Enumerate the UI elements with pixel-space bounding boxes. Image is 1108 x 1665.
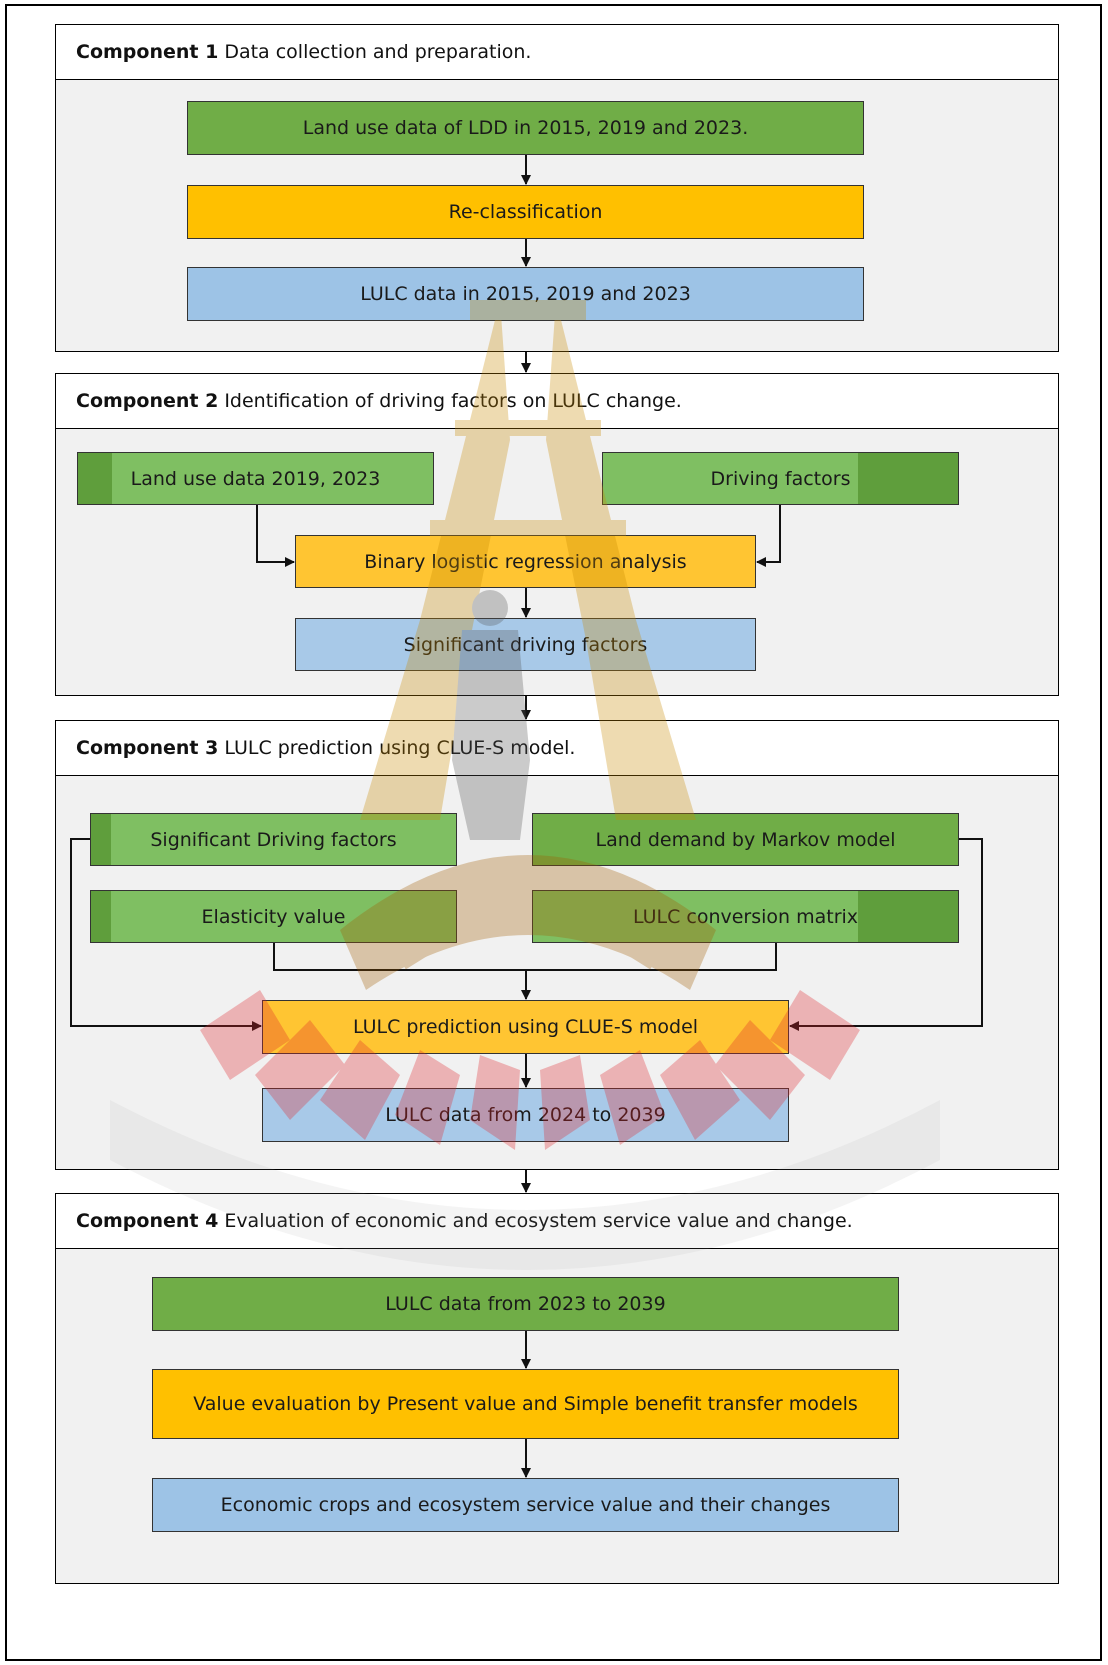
box-edge-shade [858,453,958,504]
economic-value-box: Economic crops and ecosystem service val… [152,1478,899,1532]
box-edge-shade [858,891,958,942]
land-demand-box: Land demand by Markov model [532,813,959,866]
component-4-title: Evaluation of economic and ecosystem ser… [224,1210,853,1232]
arrow-significant-to-prediction [70,838,262,1031]
lulc-data-box: LULC data in 2015, 2019 and 2023 [187,267,864,321]
significant-factors-box: Significant driving factors [295,618,756,671]
component-1-title: Data collection and preparation. [224,41,532,63]
land-use-data-box: Land use data of LDD in 2015, 2019 and 2… [187,101,864,155]
component-1-number: Component 1 [76,41,219,63]
arrow-demand-to-prediction [789,838,983,1031]
arrow-landuse-to-regression [256,505,295,567]
driving-factors-label: Driving factors [710,467,851,490]
significant-driving-factors-label: Significant Driving factors [150,828,397,851]
lulc-future-data-box: LULC data from 2024 to 2039 [262,1088,789,1142]
elasticity-value-box: Elasticity value [90,890,457,943]
figure-frame [5,4,1102,1661]
land-use-2019-2023-label: Land use data 2019, 2023 [130,467,381,490]
lulc-range-box: LULC data from 2023 to 2039 [152,1277,899,1331]
watermark-emblem [110,300,940,1270]
value-evaluation-box: Value evaluation by Present value and Si… [152,1369,899,1439]
reclassification-box: Re-classification [187,185,864,239]
component-3-title: LULC prediction using CLUE-S model. [224,737,576,759]
box-edge-shade [91,891,111,942]
component-2-title: Identification of driving factors on LUL… [224,390,682,412]
box-edge-shade [91,814,111,865]
conversion-matrix-box: LULC conversion matrix [532,890,959,943]
driving-factors-box: Driving factors [602,452,959,505]
clue-s-prediction-box: LULC prediction using CLUE-S model [262,1000,789,1054]
component-4-number: Component 4 [76,1210,219,1232]
box-edge-shade [78,453,112,504]
elasticity-value-label: Elasticity value [201,905,346,928]
component-2-number: Component 2 [76,390,219,412]
land-use-2019-2023-box: Land use data 2019, 2023 [77,452,434,505]
conversion-matrix-label: LULC conversion matrix [632,905,859,928]
regression-analysis-box: Binary logistic regression analysis [295,535,756,588]
significant-driving-factors-box: Significant Driving factors [90,813,457,866]
component-3-number: Component 3 [76,737,219,759]
arrow-driving-to-regression [756,505,781,567]
